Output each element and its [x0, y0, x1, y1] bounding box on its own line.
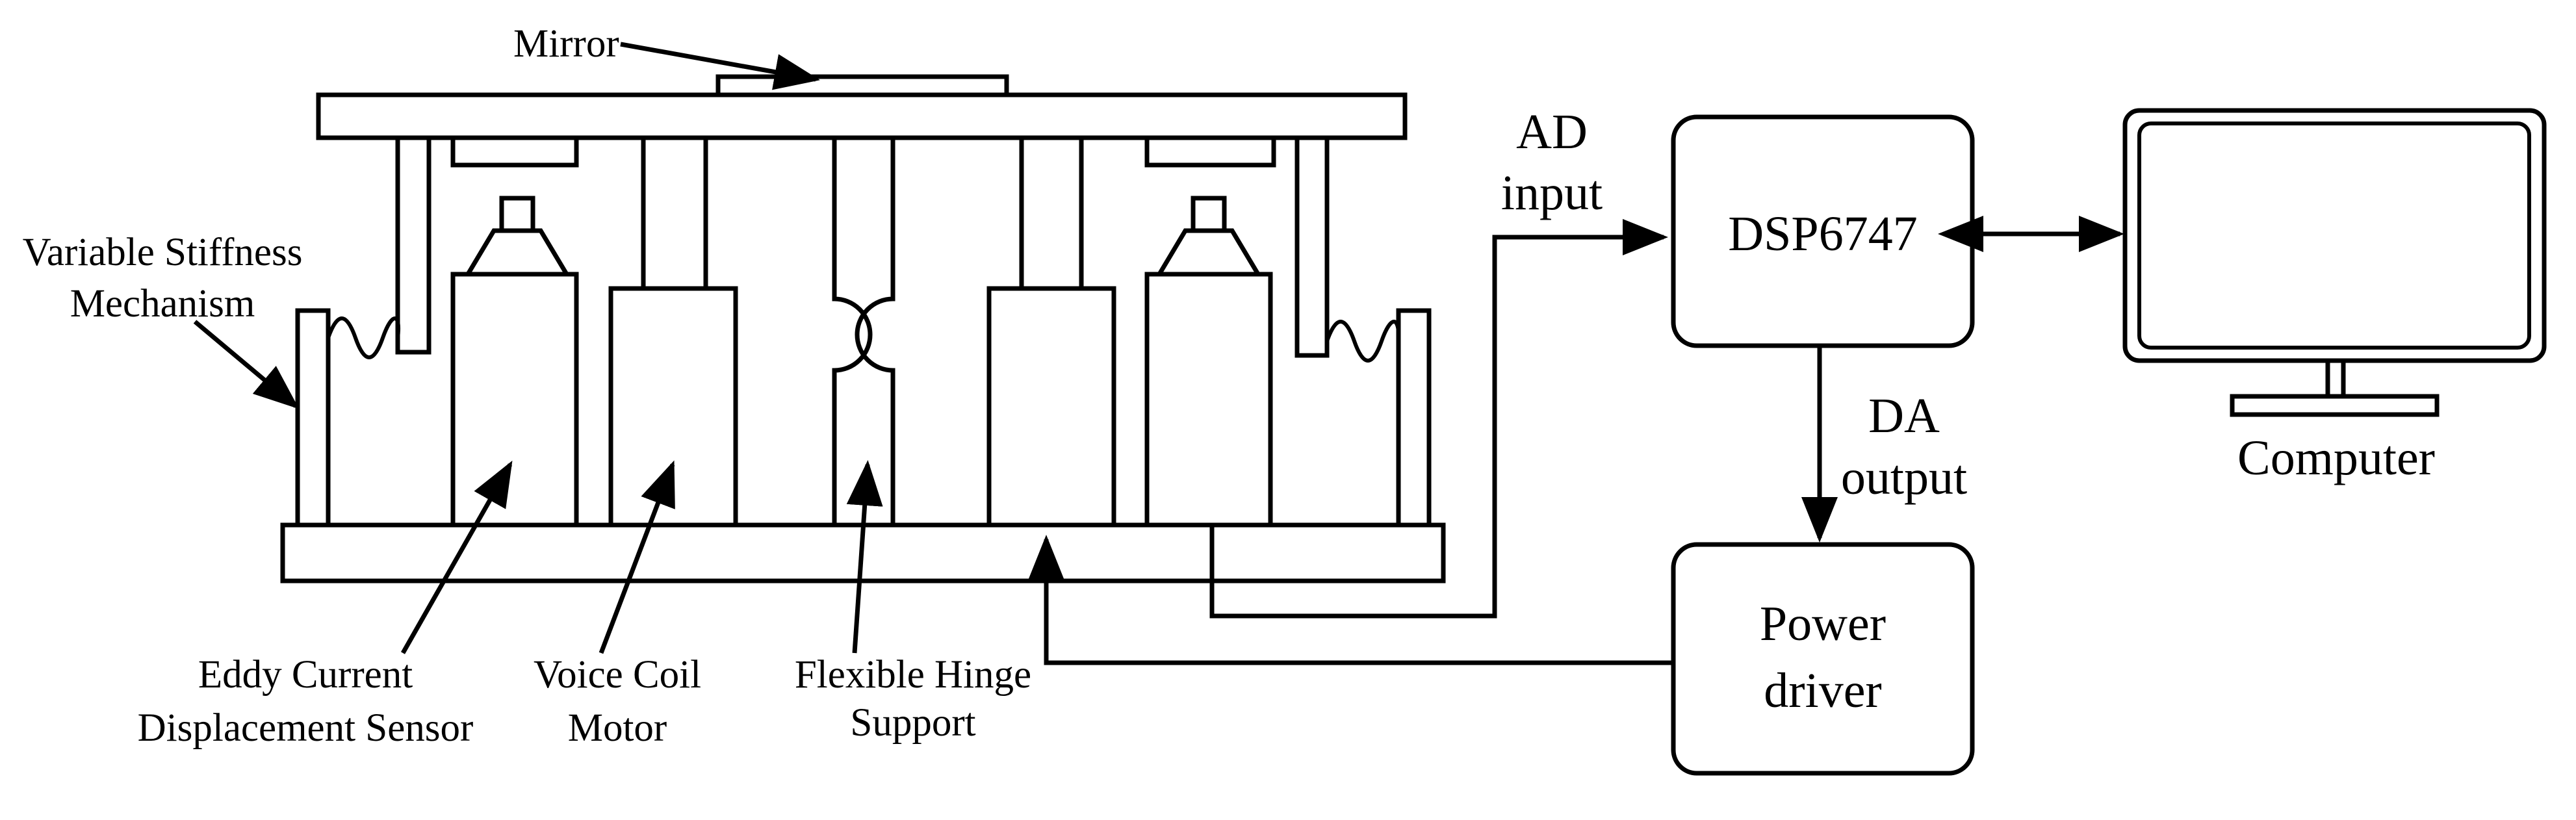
eddy-sensor-right — [1144, 196, 1273, 528]
dsp-block: DSP6747 — [1671, 114, 1975, 348]
eddy-sensor-label-line1: Eddy Current — [198, 653, 413, 697]
monitor-screen — [2137, 122, 2531, 350]
eddy-sensor-label-line2: Displacement Sensor — [138, 706, 474, 750]
stiffness-arm-right — [1294, 135, 1330, 358]
monitor-frame — [2122, 108, 2547, 363]
sensor-target-left — [450, 135, 579, 168]
label-pointers — [193, 42, 883, 654]
top-platform — [316, 92, 1408, 140]
eddy-sensor-left — [450, 196, 579, 528]
variable-stiffness-label-line2: Mechanism — [70, 282, 255, 326]
spring-right — [1325, 320, 1401, 363]
power-label-line1: Power — [1760, 596, 1886, 651]
ad-input-label-line1: AD — [1516, 105, 1588, 159]
signal-wiring — [1028, 216, 2124, 665]
text-labels: Mirror Variable Stiffness Mechanism Eddy… — [23, 22, 1968, 750]
sensor-target-right — [1144, 135, 1276, 168]
dsp-label: DSP6747 — [1728, 207, 1917, 261]
voice-coil-label-line1: Voice Coil — [534, 653, 701, 697]
test-rig — [280, 74, 1446, 583]
power-driver-block: Power driver — [1671, 542, 1975, 776]
voice-coil-label-line2: Motor — [568, 706, 667, 750]
flexible-hinge-label-line2: Support — [850, 701, 975, 745]
power-label-line2: driver — [1764, 663, 1881, 718]
monitor-neck — [2325, 358, 2346, 399]
drive-line — [1028, 535, 1671, 665]
computer-label: Computer — [2237, 431, 2435, 485]
stiffness-arm-left — [395, 135, 431, 355]
mirror — [715, 74, 1009, 97]
da-output-label-line2: output — [1841, 450, 1967, 505]
ad-input-line — [1209, 219, 1668, 619]
mirror-label: Mirror — [513, 22, 619, 66]
variable-stiffness-label-line1: Variable Stiffness — [23, 231, 303, 274]
ad-input-label-line2: input — [1501, 166, 1603, 220]
computer: Computer — [2122, 108, 2547, 485]
da-output-label-line1: DA — [1868, 389, 1940, 443]
monitor-base — [2230, 394, 2440, 417]
stiffness-wall-right — [1396, 308, 1432, 528]
spring-left — [326, 316, 400, 359]
flexible-hinge-support — [832, 135, 895, 528]
stiffness-wall-left — [295, 308, 331, 528]
flexible-hinge-label-line1: Flexible Hinge — [795, 653, 1031, 697]
voice-coil-motor-right — [986, 135, 1116, 528]
